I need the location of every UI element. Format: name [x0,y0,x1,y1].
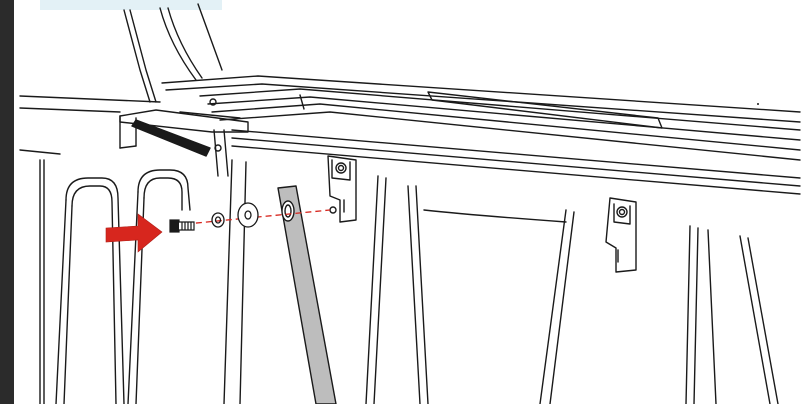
support-strap [277,185,337,404]
bed-posts [223,159,779,404]
bolt-icon [169,219,195,233]
cab-outline [19,3,223,113]
mark-dot [757,103,759,105]
bed-rail [161,75,801,195]
lock-washer-icon [211,212,225,228]
red-arrow-icon [105,213,163,253]
rail-bracket-2 [605,197,637,273]
mount-hole [329,206,337,214]
front-rail-tab [119,98,249,177]
pry-tool [131,119,211,157]
flat-washer-icon [237,202,259,228]
bed-ribs [19,149,191,404]
top-tab-strip [40,0,222,10]
rail-bracket-1 [327,155,357,223]
alignment-dash-line [175,209,331,226]
left-edge-strip [0,0,14,404]
